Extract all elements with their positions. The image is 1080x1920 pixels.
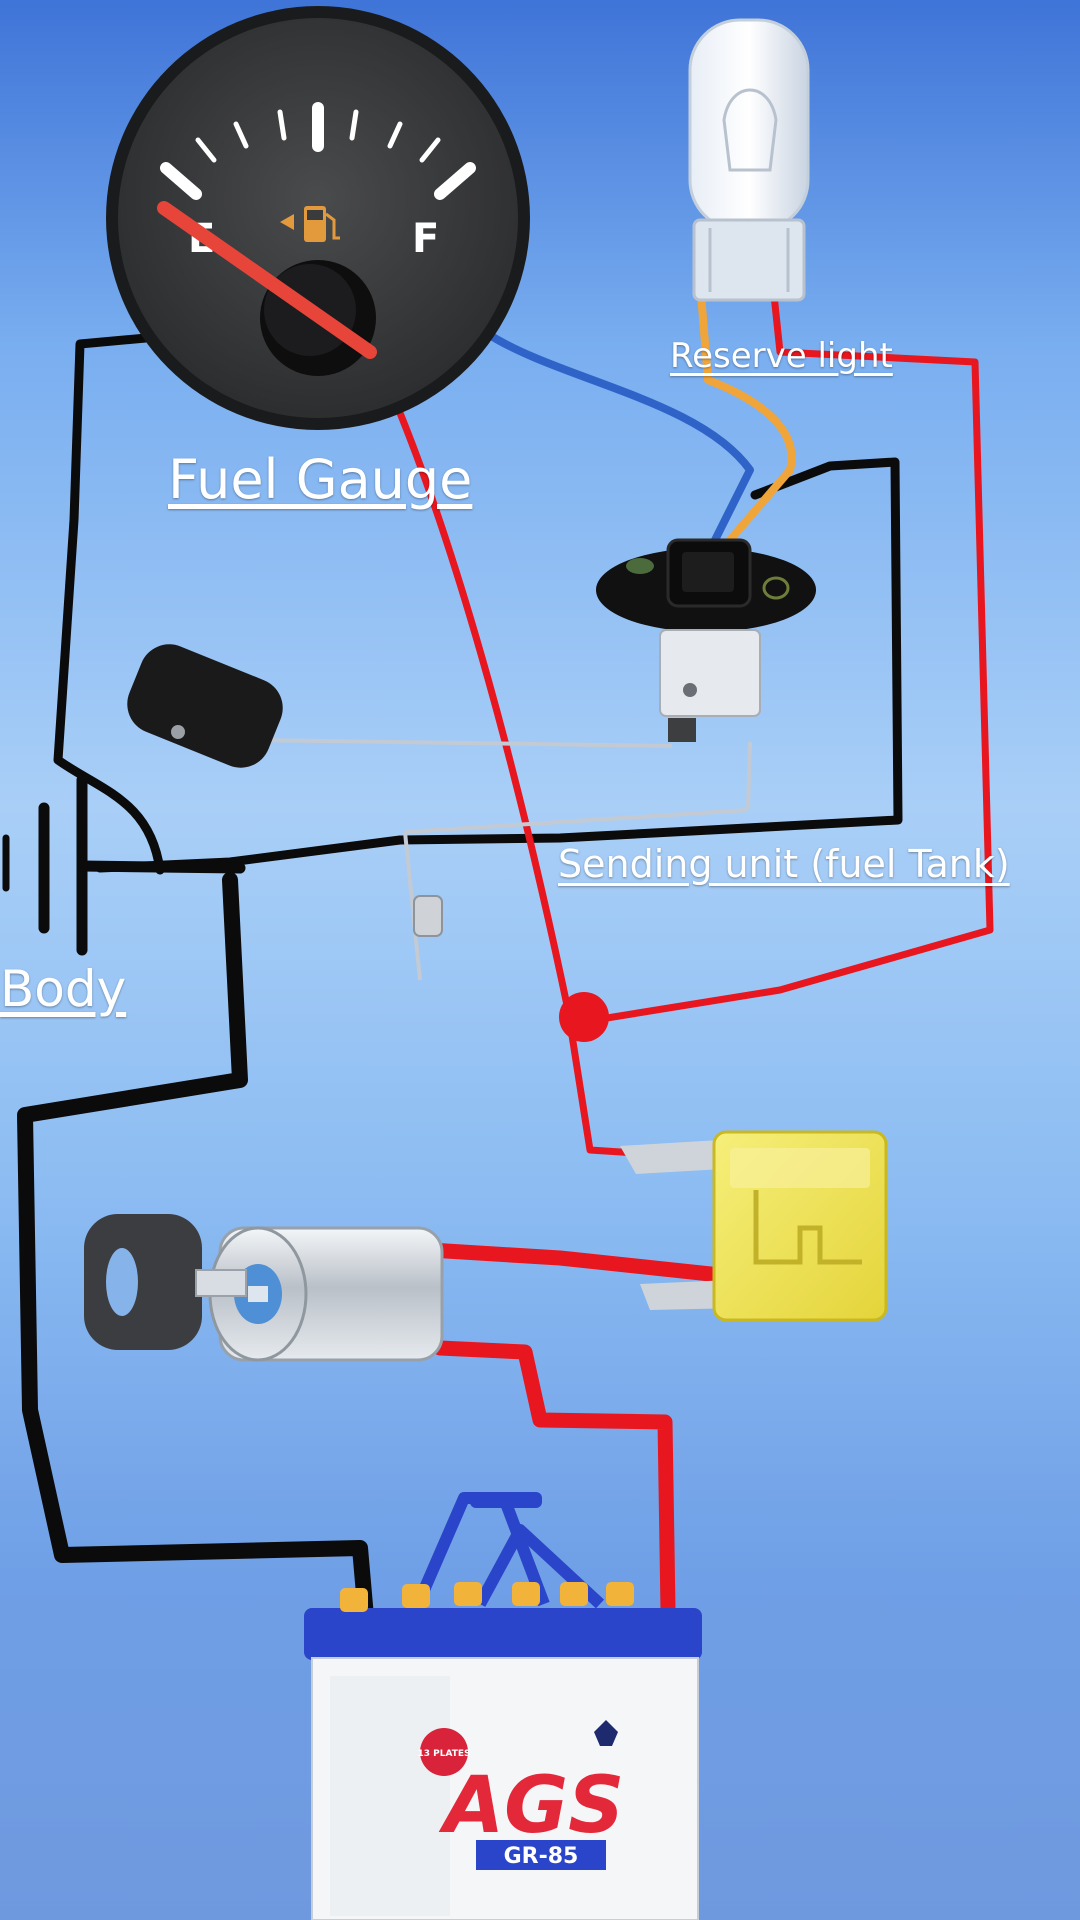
- battery-model: GR-85: [504, 1844, 579, 1869]
- black-wire-gauge-ground: [53, 329, 195, 875]
- orange-wire-reserve-light: [696, 278, 796, 544]
- red-wire-fuse-ignition: [422, 1242, 728, 1283]
- battery-badge: 13 PLATES: [417, 1749, 470, 1759]
- battery-brand: AGS: [438, 1761, 625, 1851]
- blue-wire-gauge-signal: [484, 330, 754, 544]
- bulb-icon: [688, 18, 810, 302]
- body-label: Body: [0, 960, 127, 1018]
- ground-symbol: [2, 774, 246, 956]
- fuse: [620, 1130, 888, 1322]
- red-wire-reserve-light: [578, 272, 994, 1026]
- black-wire-sending-ground: [95, 457, 903, 873]
- sending-unit: [249, 538, 816, 981]
- ignition-switch: [208, 1226, 444, 1362]
- reserve-light-label: Reserve light: [670, 336, 893, 376]
- gauge-needle: [157, 201, 377, 359]
- battery: 13 PLATES AGS GR-85: [304, 1492, 702, 1920]
- gauge-ticks: [160, 102, 476, 200]
- black-wire-battery-negative: [17, 872, 376, 1648]
- red-wire-gauge-feed: [394, 404, 716, 1162]
- key-icon: [84, 1214, 247, 1350]
- fuel-pump-icon: [280, 206, 340, 242]
- float-icon: [127, 644, 283, 768]
- gauge-full-mark: F: [412, 216, 439, 262]
- fuel-gauge: E F: [106, 6, 530, 430]
- sending-unit-label: Sending unit (fuel Tank): [558, 842, 1010, 886]
- red-wire-ignition-battery: [432, 1340, 676, 1618]
- fuel-gauge-label: Fuel Gauge: [168, 448, 473, 511]
- junction-dot: [559, 992, 609, 1042]
